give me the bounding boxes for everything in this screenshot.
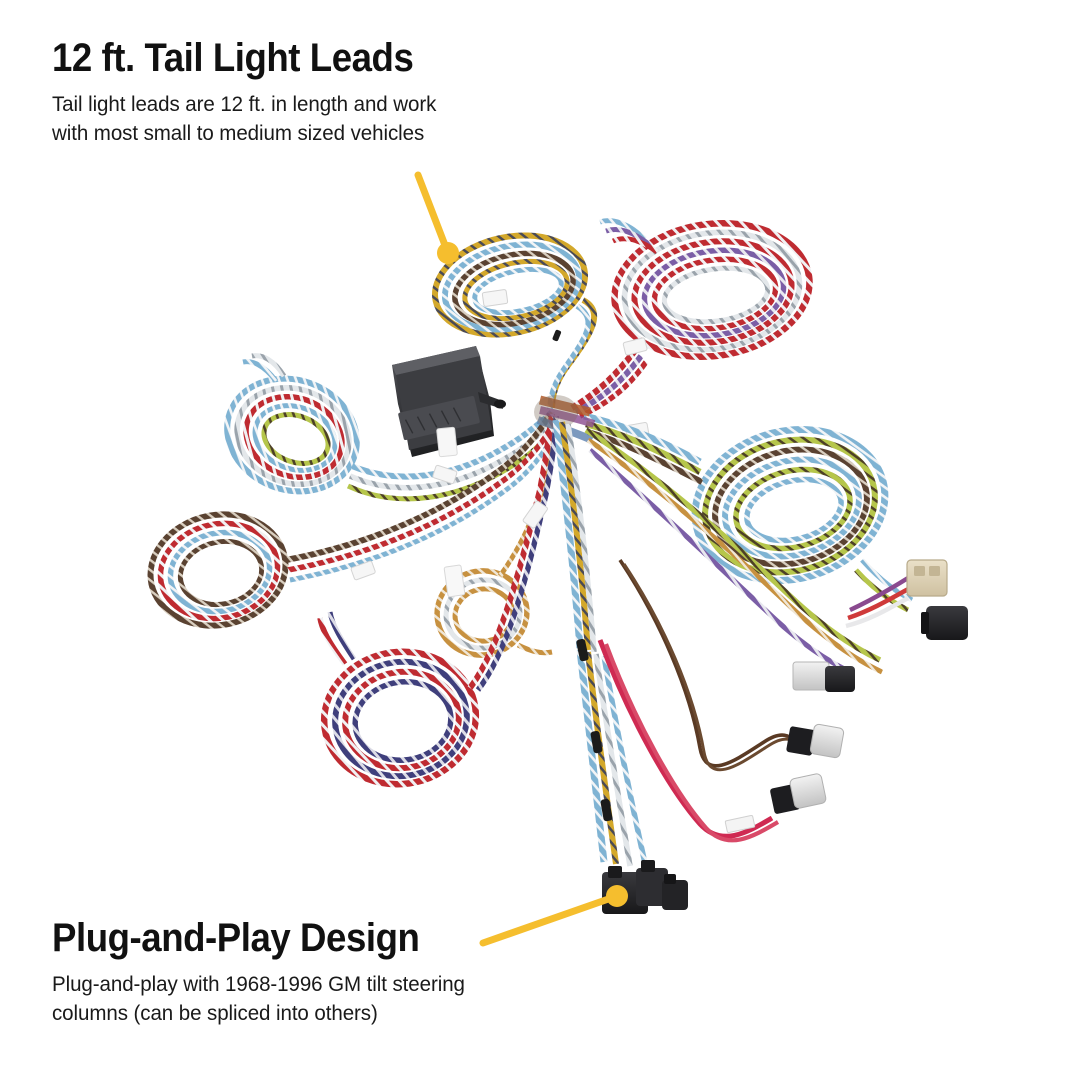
callout-heading-tail-light-leads: 12 ft. Tail Light Leads [52,36,414,80]
wire-bundle-to-plug [552,419,649,869]
wire-coil-tan [434,411,555,658]
callout-body-line-1: Tail light leads are 12 ft. in length an… [52,92,437,116]
connector-beige [906,559,948,597]
callout-heading-plug-and-play-design: Plug-and-Play Design [52,916,420,960]
connector-barrel-lower [770,773,827,814]
callout-body-plug-and-play-design: Plug-and-play with 1968-1996 GM tilt ste… [52,970,465,1027]
callout-plug-and-play-design: Plug-and-Play Design Plug-and-play with … [52,918,484,1027]
callout-body-line-2: with most small to medium sized vehicles [52,120,425,145]
callout-body-line-2: columns (can be spliced into others) [52,1000,378,1025]
pointer-tail-light-leads [414,171,459,264]
wire-coil-brown-red [147,412,559,629]
wire-coil-tail-light [431,232,598,410]
callout-body-tail-light-leads: Tail light leads are 12 ft. in length an… [52,90,436,147]
wire-branch-right [584,427,912,843]
connector-black-right-upper [921,606,968,640]
fuse-relay-block [392,346,506,458]
connector-barrel-upper [786,723,845,759]
pointer-plug-and-play [479,885,628,947]
callout-tail-light-leads: 12 ft. Tail Light Leads Tail light leads… [52,38,454,147]
wire-tag-red-lead [724,814,756,834]
callout-body-line-1: Plug-and-play with 1968-1996 GM tilt ste… [52,972,465,996]
wire-coil-red-blue [317,413,559,788]
connector-plug-cluster [602,860,688,914]
wire-coil-red [570,218,813,439]
wire-coil-blue-green [583,412,914,613]
connector-white-right [792,661,855,692]
